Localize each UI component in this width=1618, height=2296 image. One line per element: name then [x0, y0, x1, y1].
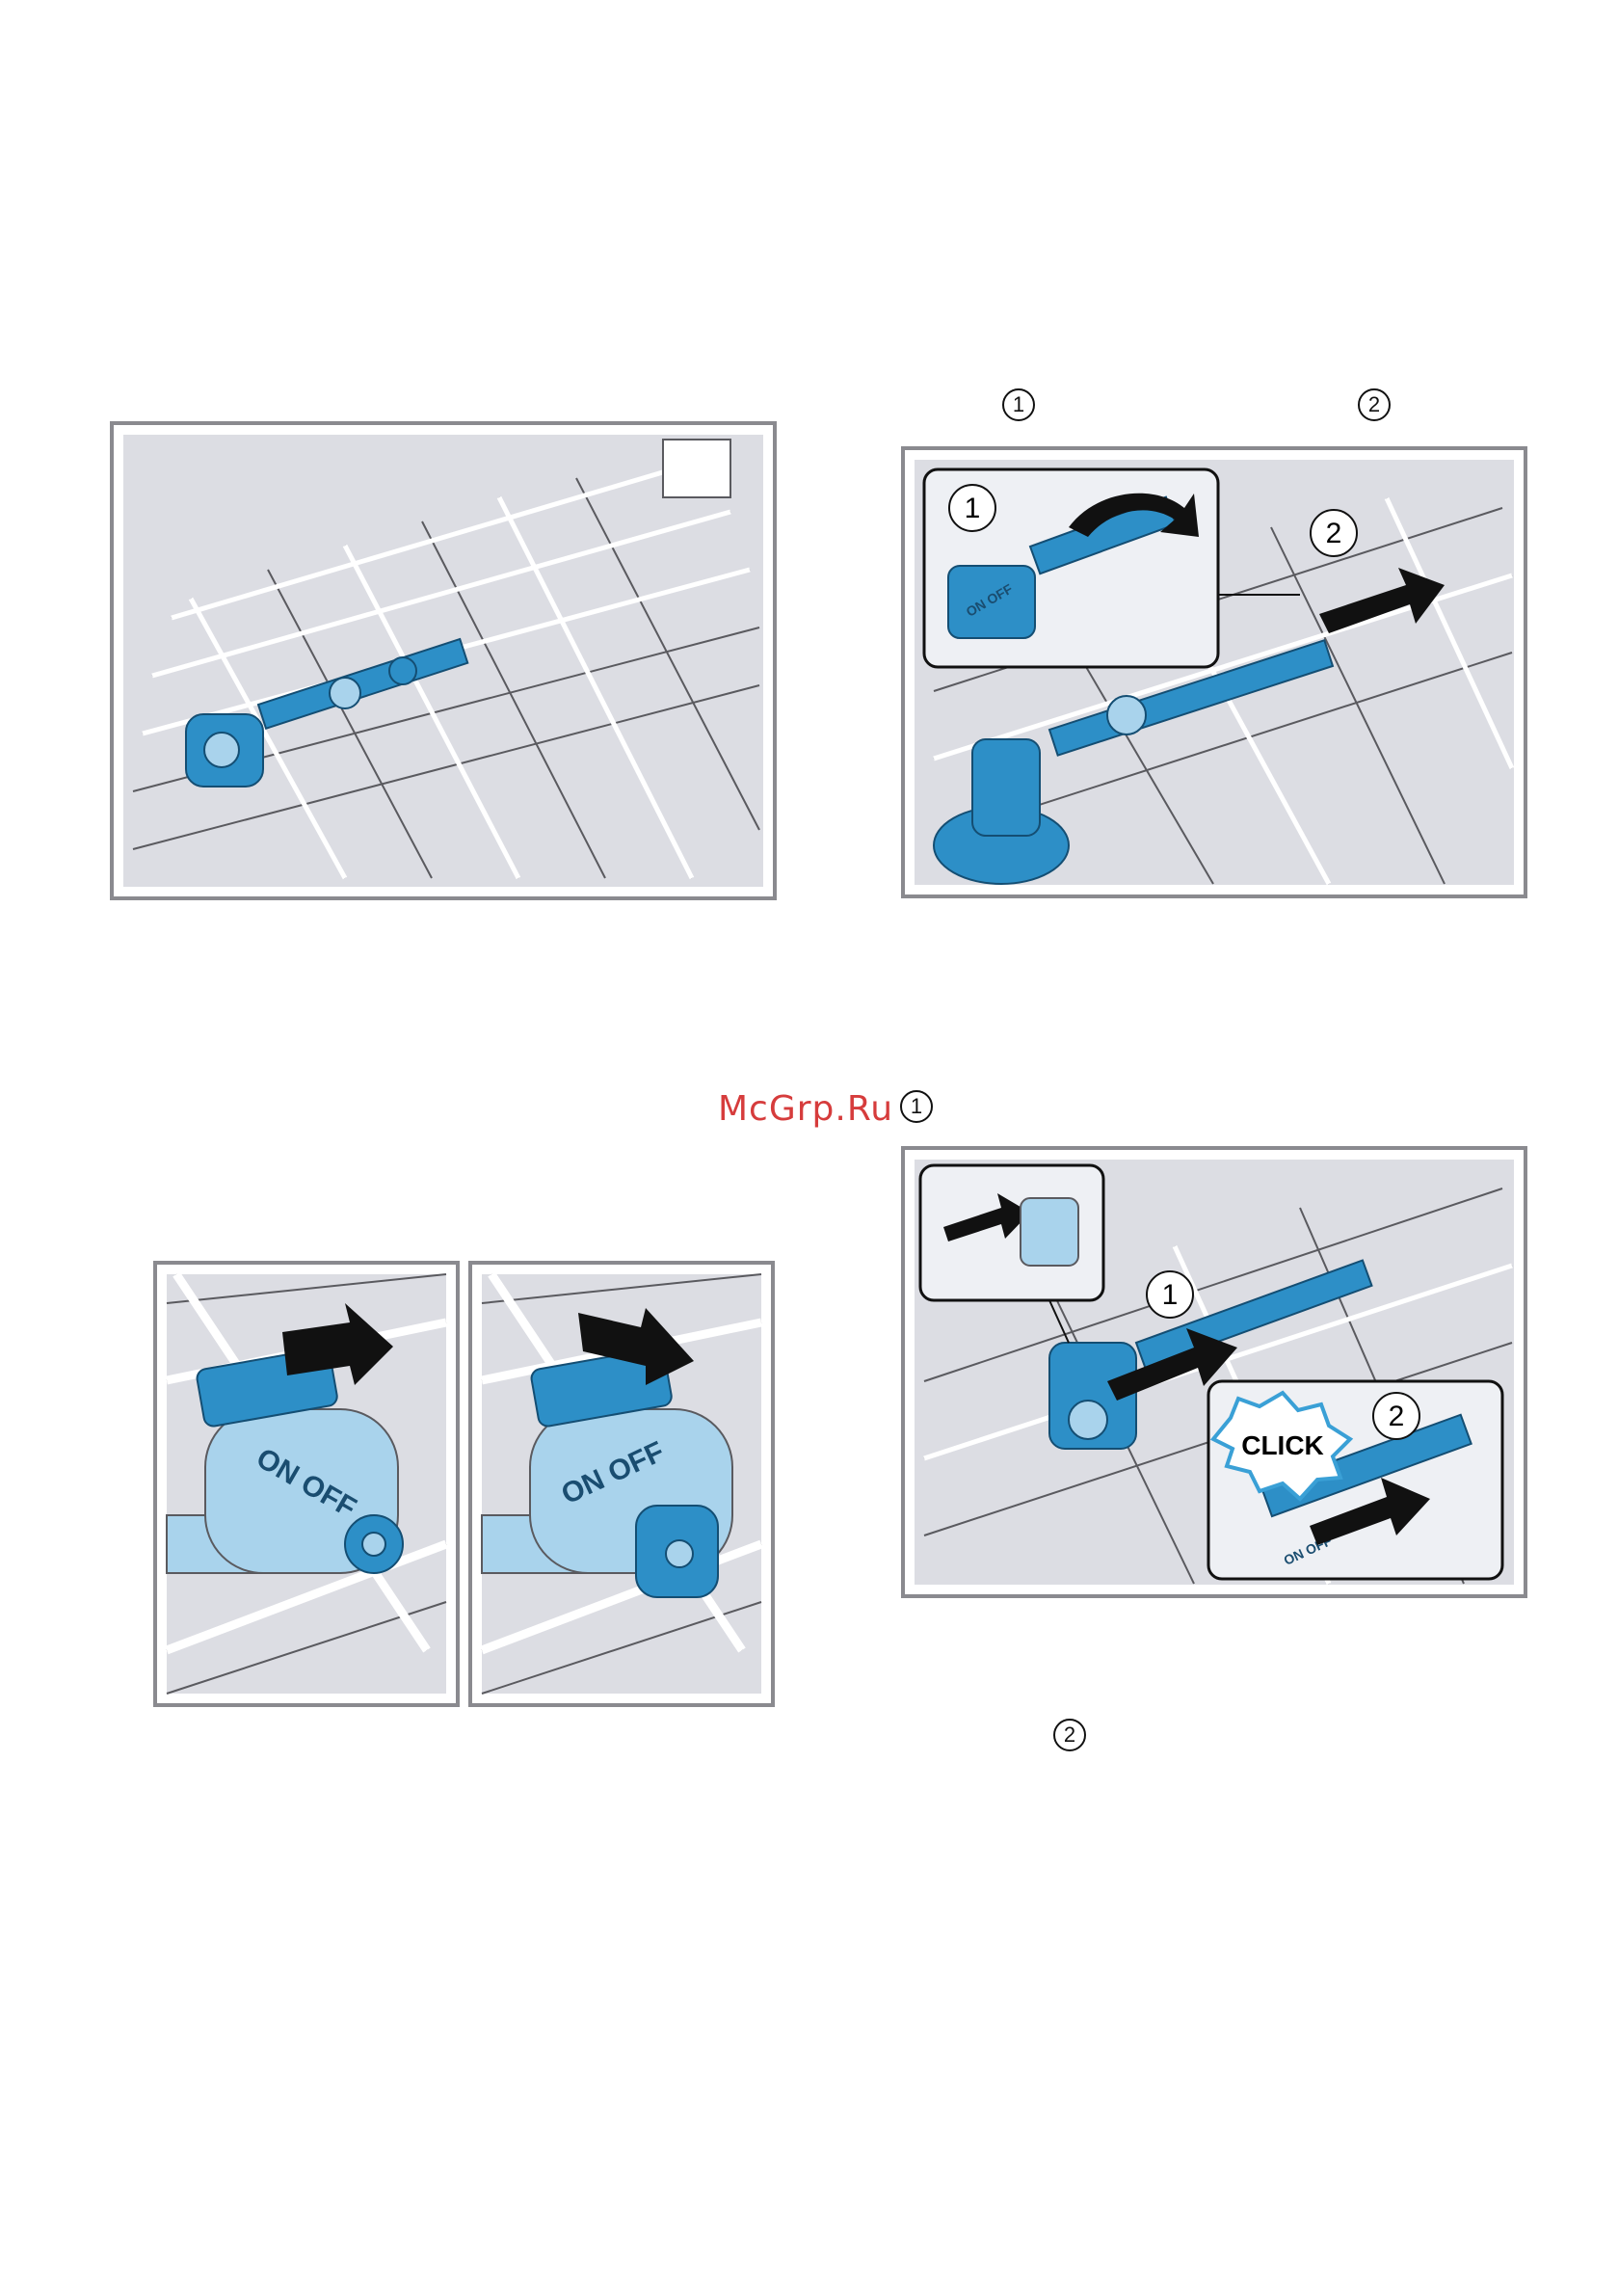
valve-on-illustration: ON OFF: [157, 1265, 456, 1703]
fig2-step1-label: 1: [965, 493, 981, 524]
click-label: CLICK: [1241, 1430, 1324, 1460]
figure-remove-spray-tube: 2 ON OFF 1: [901, 446, 1527, 898]
step-marker-2: 2: [1358, 388, 1391, 421]
figure-rack-spray-tube: [110, 421, 777, 900]
remove-illustration: 2 ON OFF 1: [905, 450, 1524, 894]
step-marker-1: 1: [900, 1090, 933, 1123]
watermark: McGrp.Ru: [718, 1089, 893, 1129]
figure-valve-off: ON OFF: [468, 1261, 775, 1707]
step-marker-1: 1: [1002, 388, 1035, 421]
fig2-step2-label: 2: [1326, 518, 1342, 549]
figure-valve-on: ON OFF: [153, 1261, 460, 1707]
rack-illustration: [114, 425, 773, 896]
fig3-step2-label: 2: [1389, 1401, 1405, 1432]
fig3-step1-label: 1: [1162, 1279, 1179, 1311]
insert-illustration: 1 ON OFF CLICK 2: [905, 1150, 1524, 1594]
figure-insert-spray-tube: 1 ON OFF CLICK 2: [901, 1146, 1527, 1598]
step-marker-2: 2: [1053, 1719, 1086, 1751]
valve-off-illustration: ON OFF: [472, 1265, 771, 1703]
